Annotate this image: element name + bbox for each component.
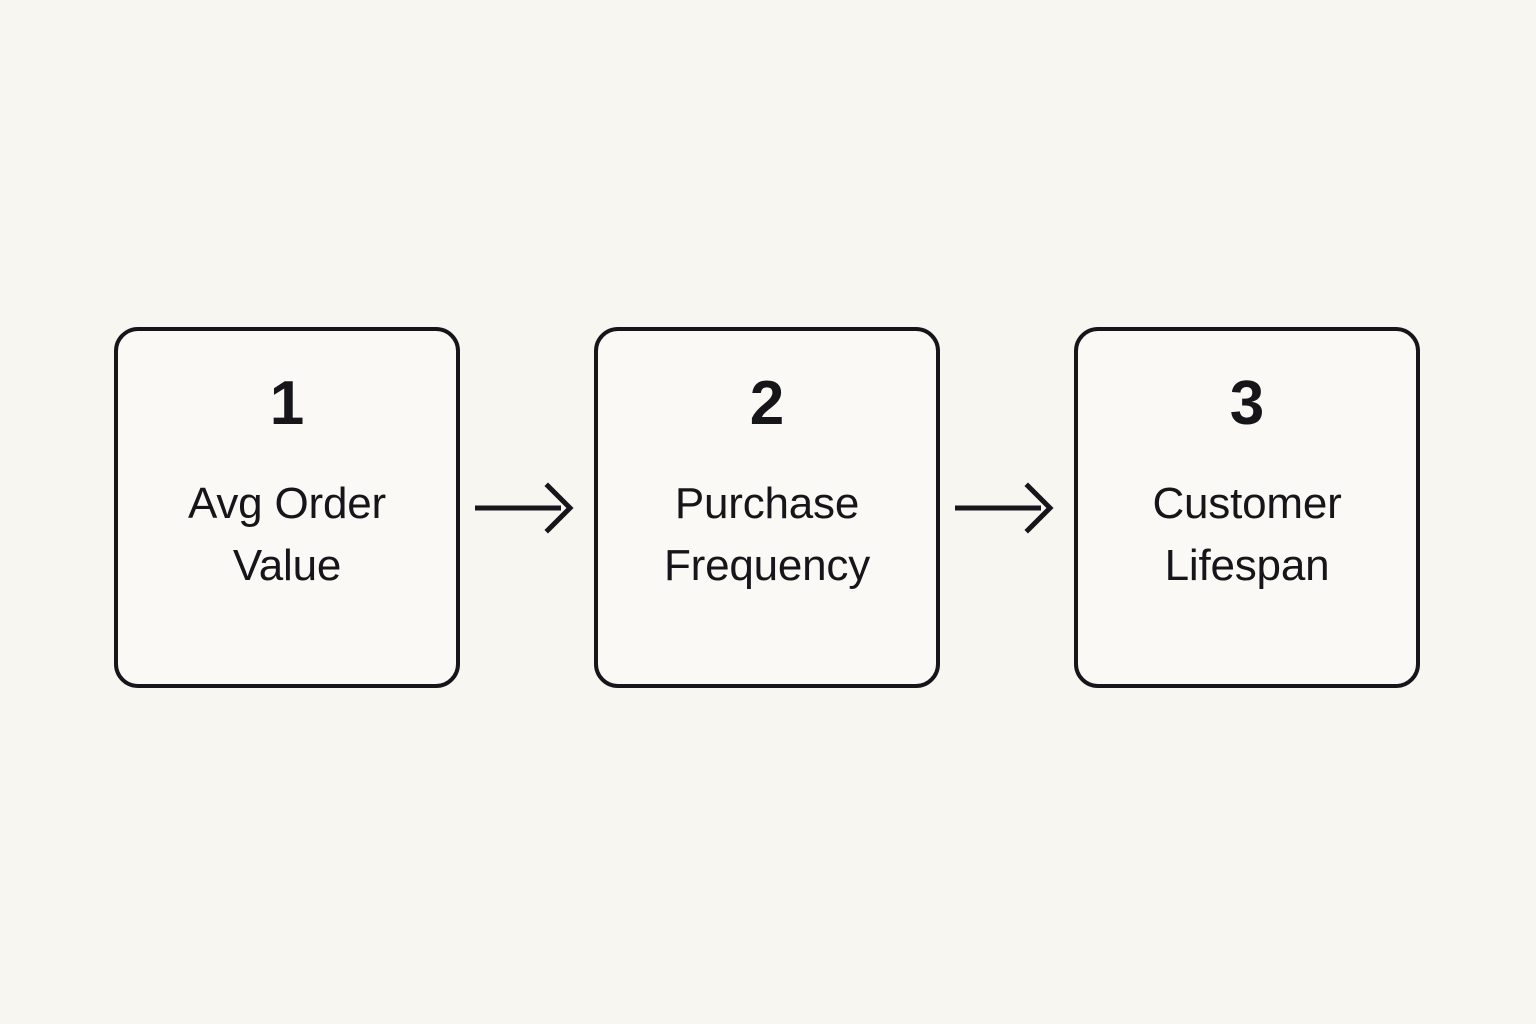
- arrow-right-icon: [955, 481, 1054, 534]
- step-number-3: 3: [1229, 369, 1265, 438]
- connector-1-to-2: [468, 327, 586, 688]
- connector-2-to-3: [948, 327, 1066, 688]
- step-label-2: Purchase Frequency: [663, 479, 871, 591]
- step-number-2: 2: [749, 369, 785, 438]
- step-label-1: Avg Order Value: [188, 479, 386, 591]
- process-flow-row: 1 Avg Order Value 2 Purchase Frequency 3…: [114, 327, 1420, 688]
- step-label-3: Customer Lifespan: [1152, 479, 1342, 591]
- step-box-1[interactable]: 1 Avg Order Value: [114, 327, 460, 688]
- step-box-2[interactable]: 2 Purchase Frequency: [594, 327, 940, 688]
- arrow-right-icon: [475, 481, 574, 534]
- step-number-1: 1: [269, 369, 305, 438]
- step-box-3[interactable]: 3 Customer Lifespan: [1074, 327, 1420, 688]
